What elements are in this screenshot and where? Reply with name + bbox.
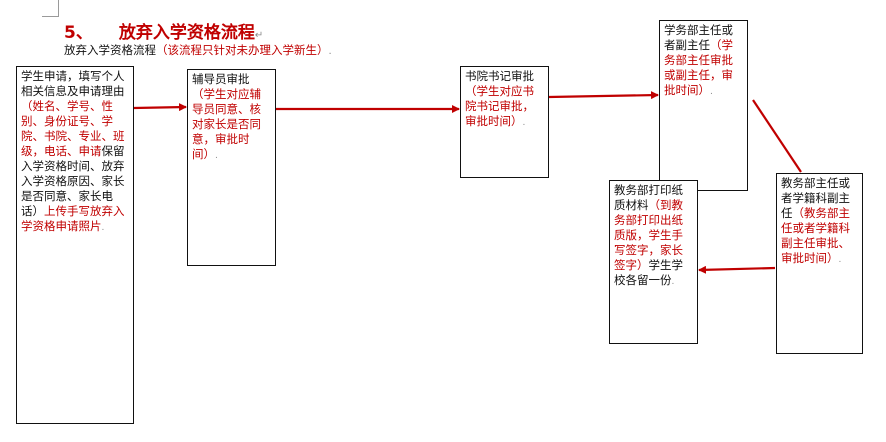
arrow-registrar-to-print <box>698 265 776 274</box>
paragraph-mark: . <box>101 223 105 233</box>
paragraph-mark: . <box>838 255 842 265</box>
print-materials-label: 教务部打印纸质材料 <box>614 183 683 212</box>
registrar-director-detail: （教务部主任或者学籍科副主任审批、审批时间） <box>781 206 850 265</box>
section-title-text: 放弃入学资格流程 <box>118 23 255 43</box>
paragraph-mark: . <box>215 151 218 161</box>
paragraph-mark: . <box>671 277 675 287</box>
paragraph-mark: . <box>328 46 332 57</box>
print-materials-detail: （到教务部打印出纸质版，学生手写签字，家长签字） <box>614 198 683 272</box>
student-application-label: 学生申请，填写个人相关信息及申请理由 <box>21 69 125 98</box>
registrar-director-box: 教务部主任或者学籍科副主任（教务部主任或者学籍科副主任审批、审批时间）. <box>776 173 863 354</box>
subtitle-text: 放弃入学资格流程 <box>64 43 156 57</box>
arrow-student-to-counselor <box>133 103 187 112</box>
student-affairs-director-detail: （学务部主任审批或副主任，审批时间） <box>664 38 733 97</box>
page-corner-mark <box>42 0 59 17</box>
student-application-detail-3: 上传手写放弃入学资格申请照片 <box>21 204 125 233</box>
counselor-approval-box: 辅导员审批（学生对应辅导员同意、核对家长是否同意，审批时间）. <box>187 69 276 266</box>
student-application-box: 学生申请，填写个人相关信息及申请理由（姓名、学号、性别、身份证号、学院、书院、专… <box>16 66 134 424</box>
section-subtitle: 放弃入学资格流程（该流程只针对未办理入学新生）. <box>64 42 332 58</box>
counselor-approval-label: 辅导员审批 <box>192 72 250 86</box>
academy-secretary-box: 书院书记审批（学生对应书院书记审批，审批时间）. <box>460 66 549 178</box>
print-materials-detail-2: 学生学校各留一份 <box>614 258 683 287</box>
section-number: 5、 <box>64 23 93 43</box>
student-application-detail-2: 保留入学资格时间、放弃入学资格原因、家长是否同意、家长电话） <box>21 144 125 218</box>
arrow-academy-to-director <box>548 91 659 100</box>
print-materials-box: 教务部打印纸质材料（到教务部打印出纸质版，学生手写签字，家长签字）学生学校各留一… <box>609 180 698 344</box>
paragraph-mark: . <box>710 87 713 97</box>
subtitle-note: （该流程只针对未办理入学新生） <box>156 43 329 57</box>
student-affairs-director-label: 学务部主任或者副主任 <box>664 23 733 52</box>
arrow-director-to-registrar <box>752 99 802 173</box>
academy-secretary-detail: （学生对应书院书记审批，审批时间） <box>465 84 534 128</box>
paragraph-mark: . <box>522 118 526 128</box>
counselor-approval-detail: （学生对应辅导员同意、核对家长是否同意，审批时间） <box>192 87 261 161</box>
student-affairs-director-box: 学务部主任或者副主任（学务部主任审批或副主任，审批时间）. <box>659 20 748 191</box>
registrar-director-label: 教务部主任或者学籍科副主任 <box>781 176 850 220</box>
academy-secretary-label: 书院书记审批 <box>465 69 534 83</box>
paragraph-mark: ↵ <box>254 30 264 41</box>
student-application-detail: （姓名、学号、性别、身份证号、学院、书院、专业、班级，电话、申请 <box>21 99 125 158</box>
section-title: 5、 放弃入学资格流程↵ <box>64 18 263 43</box>
